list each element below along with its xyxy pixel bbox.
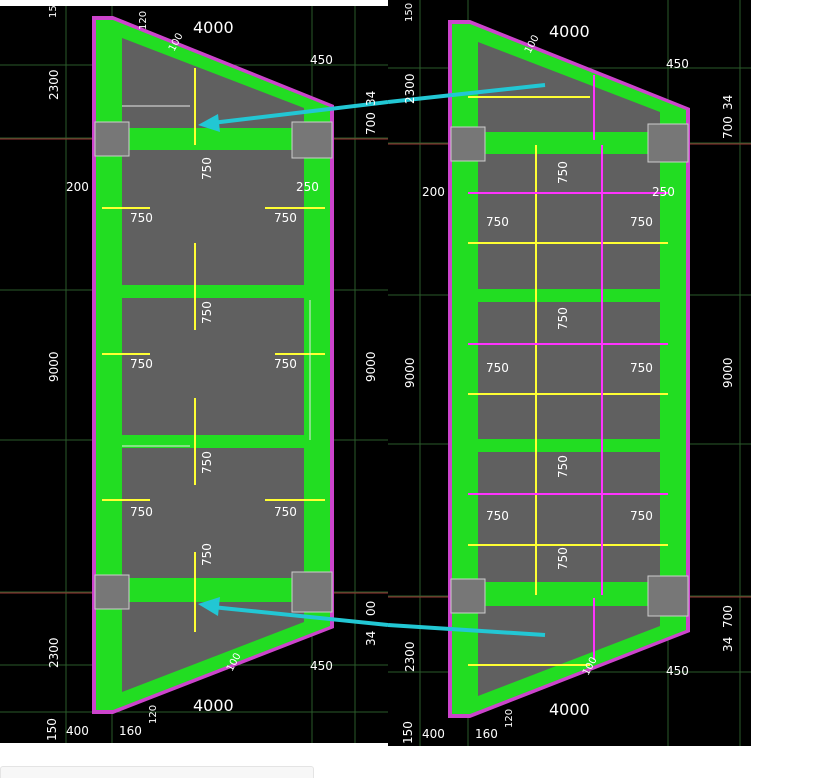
beam-label: 750 (630, 361, 653, 375)
bottom-400-label: 400 (66, 724, 89, 738)
bottom-160-label: 160 (119, 724, 142, 738)
arrow-top-tail (388, 83, 546, 104)
arrow-top (198, 100, 388, 132)
right-drawing-panel: 4000 4000 450 450 200 250 2300 9000 2300… (388, 0, 751, 746)
right-top-700: 700 (721, 116, 735, 139)
bottom-150-label: 150 (401, 721, 415, 744)
dim-250-label: 250 (652, 185, 675, 199)
slab-fill-panel-3 (122, 448, 304, 578)
top-150-label: 150 (48, 6, 59, 18)
top-150-label: 150 (404, 3, 415, 22)
left-top-dim: 2300 (403, 73, 417, 104)
beam-label: 750 (630, 509, 653, 523)
bottom-offset-label: 450 (666, 664, 689, 678)
right-bottom-34: 34 (721, 637, 735, 652)
beam-label: 750 (556, 307, 570, 330)
right-bottom-34: 34 (364, 631, 378, 646)
left-top-dim: 2300 (47, 69, 61, 100)
rebar-yellow (468, 96, 668, 666)
slab-fill-panel-1 (122, 150, 304, 285)
beam-label: 750 (556, 547, 570, 570)
beam-label: 750 (200, 157, 214, 180)
top-white-strip (0, 0, 388, 6)
rebar-yellow (102, 68, 325, 632)
slab-fill-panel-3 (478, 452, 660, 582)
right-mid-dim: 9000 (364, 351, 378, 382)
top-120-label: 120 (138, 11, 149, 30)
slab-fill-bottom (122, 602, 304, 692)
right-top-700: 700 (364, 112, 378, 135)
beam-label: 750 (130, 505, 153, 519)
arrow-bottom-tail (388, 623, 546, 637)
dim-200-label: 200 (422, 185, 445, 199)
left-mid-dim: 9000 (47, 351, 61, 382)
dim-200-label: 200 (66, 180, 89, 194)
column (450, 126, 486, 162)
column (291, 121, 333, 159)
bottom-120-label: 120 (504, 709, 515, 728)
beam-label: 750 (274, 505, 297, 519)
bottom-160-label: 160 (475, 727, 498, 741)
column (94, 574, 130, 610)
left-mid-dim: 9000 (403, 357, 417, 388)
right-top-34: 34 (721, 95, 735, 110)
slab-fill-panel-2 (122, 298, 304, 435)
top-offset-label: 450 (666, 57, 689, 71)
column (450, 578, 486, 614)
columns (94, 121, 333, 613)
left-bottom-dim: 2300 (47, 637, 61, 668)
right-bottom-700: 00 (364, 601, 378, 616)
white-lines (122, 105, 311, 447)
beam-label: 750 (200, 451, 214, 474)
bottom-400-label: 400 (422, 727, 445, 741)
beam-label: 750 (486, 361, 509, 375)
bottom-offset-label: 450 (310, 659, 333, 673)
rebar-magenta (468, 75, 668, 660)
beam-label: 750 (486, 509, 509, 523)
bottom-width-label: 4000 (549, 700, 590, 719)
right-bottom-700: 700 (721, 605, 735, 628)
left-drawing-panel: 4000 4000 450 450 200 250 2300 9000 2300… (0, 6, 388, 743)
beam-label: 750 (274, 357, 297, 371)
beam-label: 750 (130, 211, 153, 225)
left-drawing-svg: 4000 4000 450 450 200 250 2300 9000 2300… (0, 6, 388, 743)
slab-fill-top (478, 42, 660, 132)
beam-label: 750 (130, 357, 153, 371)
beam-label: 750 (274, 211, 297, 225)
top-width-label: 4000 (193, 18, 234, 37)
right-drawing-svg: 4000 4000 450 450 200 250 2300 9000 2300… (388, 0, 751, 746)
bottom-120-label: 120 (148, 705, 159, 724)
column (647, 575, 689, 617)
beam-label: 750 (486, 215, 509, 229)
slab-fill-bottom (478, 606, 660, 696)
column (94, 121, 130, 157)
column (647, 123, 689, 163)
bottom-width-label: 4000 (193, 696, 234, 715)
arrow-bottom (198, 597, 388, 627)
beam-label: 750 (200, 543, 214, 566)
beam-label: 750 (630, 215, 653, 229)
left-bottom-dim: 2300 (403, 641, 417, 672)
top-width-label: 4000 (549, 22, 590, 41)
top-offset-label: 450 (310, 53, 333, 67)
beam-label: 750 (556, 161, 570, 184)
right-mid-dim: 9000 (721, 357, 735, 388)
columns (450, 123, 689, 617)
slab-fill-panel-2 (478, 302, 660, 439)
column (291, 571, 333, 613)
right-top-34: 34 (364, 91, 378, 106)
dim-250-label: 250 (296, 180, 319, 194)
slab-fill-panel-1 (478, 154, 660, 289)
beam-label: 750 (556, 455, 570, 478)
bottom-panel-tab (0, 766, 314, 778)
beam-label: 750 (200, 301, 214, 324)
bottom-150-label: 150 (45, 718, 59, 741)
